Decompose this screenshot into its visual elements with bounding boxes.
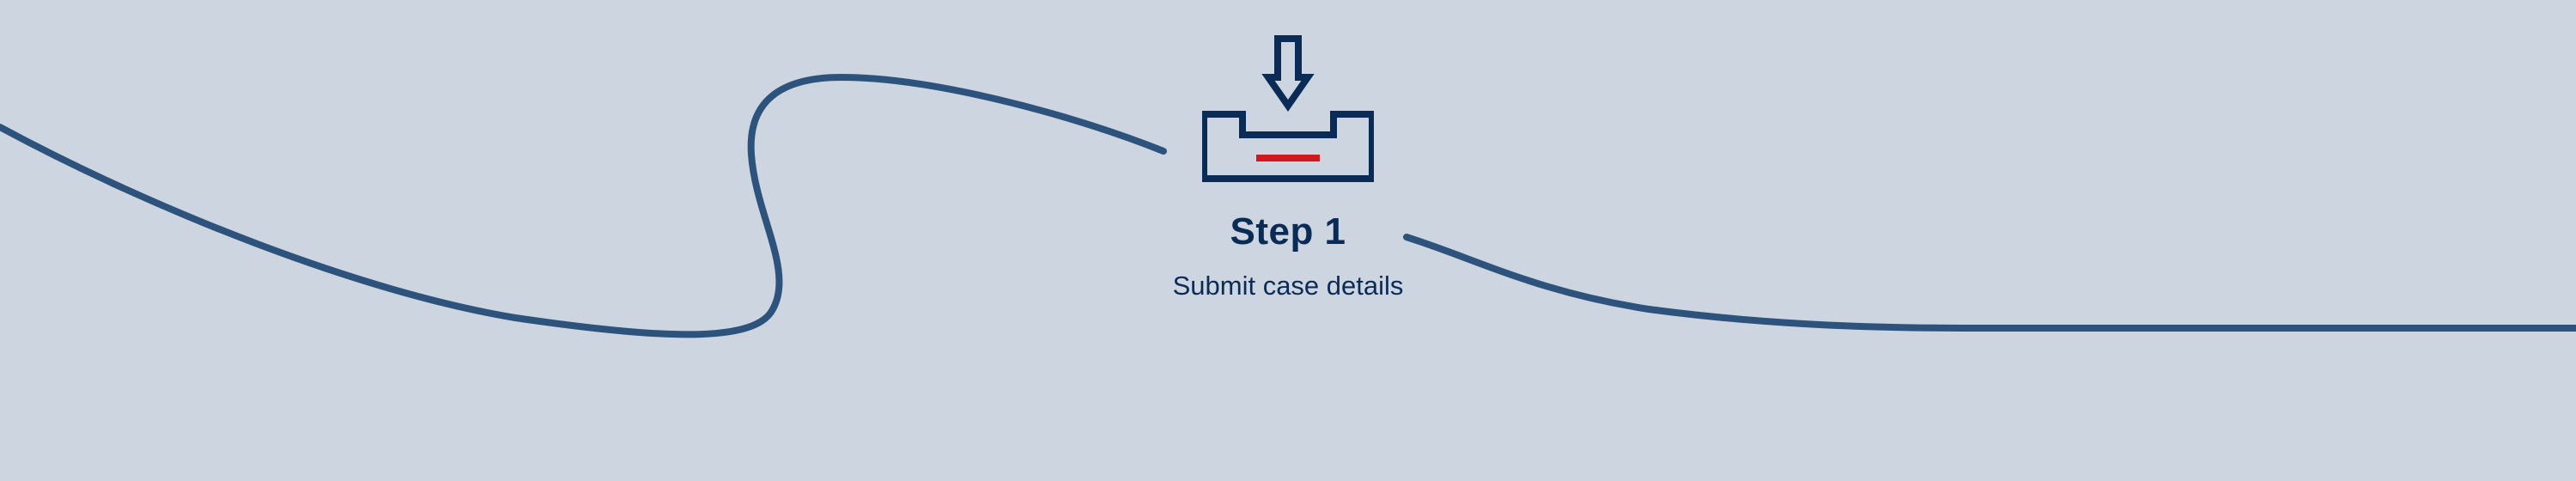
path-line-left [0,73,1167,338]
step-subtitle: Submit case details [1172,271,1404,301]
process-step: Step 1 Submit case details [1116,26,1460,318]
path-line-right [1403,234,2576,332]
download-tray-icon [1202,35,1374,182]
step-title: Step 1 [1230,210,1346,253]
tray-red-bar [1256,155,1320,161]
tray-outline [1202,111,1374,182]
down-arrow-icon [1261,35,1315,112]
